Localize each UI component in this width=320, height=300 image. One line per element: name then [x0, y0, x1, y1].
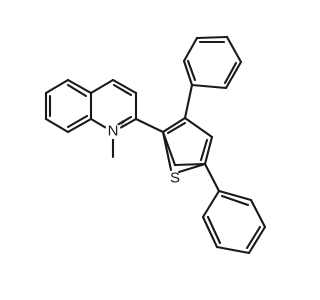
- bond: [161, 130, 173, 172]
- upper-phenyl-ring: [182, 35, 243, 90]
- thiophene-phenyl-bond: [203, 162, 221, 193]
- bond: [203, 135, 214, 166]
- lower-phenyl-ring: [201, 189, 267, 255]
- bond: [217, 189, 253, 202]
- double-bond-inner: [66, 114, 89, 129]
- sulfur-atom: S: [161, 130, 207, 187]
- bond: [173, 162, 207, 167]
- molecule-structure-diagram: N + S: [44, 35, 267, 255]
- bond: [201, 215, 219, 249]
- bond: [249, 198, 267, 229]
- nitrogen-atom: N +: [105, 119, 125, 140]
- bond: [177, 162, 207, 174]
- bond: [111, 78, 138, 95]
- nitrogen-label: N: [108, 123, 119, 140]
- quinoline-thiophene-bond: [134, 117, 165, 134]
- quinolinium-benzo-ring: [44, 78, 93, 134]
- bond: [201, 189, 221, 219]
- nitrogen-charge: +: [119, 119, 125, 130]
- double-bond-inner: [186, 59, 197, 82]
- thiophene-ring: [161, 116, 214, 167]
- bond: [183, 116, 214, 139]
- double-bond-inner: [199, 138, 209, 162]
- double-bond-inner: [245, 225, 262, 250]
- double-bond-inner: [166, 121, 187, 135]
- bond: [161, 116, 187, 134]
- sulfur-label: S: [170, 170, 180, 187]
- bond: [89, 78, 115, 95]
- bond: [66, 78, 93, 95]
- thiophene-phenyl-bond: [183, 83, 194, 120]
- bond: [225, 35, 243, 64]
- double-bond-inner: [223, 61, 238, 85]
- bond: [182, 36, 199, 63]
- bond: [182, 59, 194, 87]
- bond: [195, 35, 229, 40]
- double-bond-inner: [220, 194, 250, 207]
- bond: [224, 60, 243, 90]
- bond: [215, 245, 251, 255]
- bond: [44, 78, 70, 95]
- double-bond-inner: [112, 83, 133, 97]
- bond: [66, 117, 93, 134]
- bond: [247, 225, 267, 255]
- bond: [44, 117, 70, 134]
- double-bond-inner: [206, 215, 222, 245]
- bond: [190, 83, 228, 90]
- double-bond-inner: [66, 83, 88, 98]
